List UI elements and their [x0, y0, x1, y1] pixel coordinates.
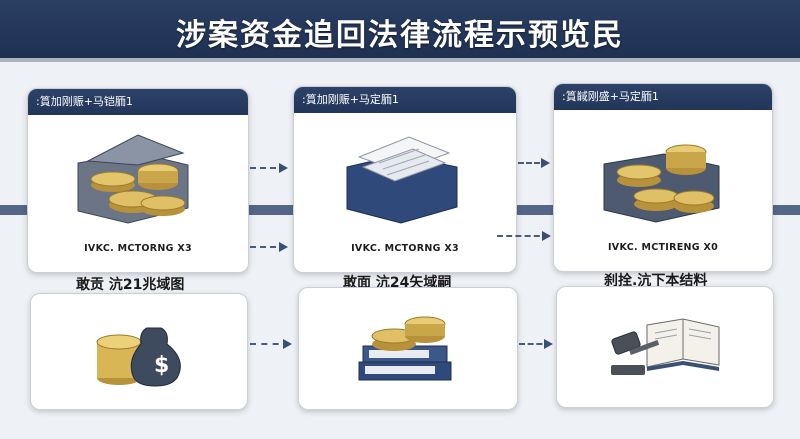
- title-banner: 涉案资金追回法律流程示预览民: [0, 0, 800, 62]
- step-card-1: :篔加刚赈+马铠胹1 IVKC. MCTORNG X3: [27, 88, 249, 273]
- flow-arrow: [250, 339, 292, 349]
- stage-label-3: 刹拴.沆下本结料: [604, 273, 708, 289]
- flow-arrow: [250, 163, 288, 173]
- flow-arrow: [250, 242, 288, 252]
- flow-arrow: [519, 339, 553, 349]
- step-card-3-header: :篔馘刚盛+马定胹1: [554, 84, 772, 110]
- step-card-2-header: :篔加刚赈+马定胹1: [294, 87, 516, 113]
- flow-arrow: [497, 231, 551, 241]
- step-card-3: :篔馘刚盛+马定胹1 IVKC. MCTIRENG X0: [553, 83, 773, 272]
- document-tray-icon: [346, 136, 458, 224]
- briefcase-coins-icon: [77, 134, 189, 224]
- step-card-3-caption: IVKC. MCTIRENG X0: [607, 242, 719, 253]
- step-card-1-header: :篔加刚赈+马铠胹1: [28, 89, 248, 115]
- page-title: 涉案资金追回法律流程示预览民: [176, 18, 624, 53]
- step-card-1-caption: IVKC. MCTORNG X3: [84, 243, 192, 254]
- stage-card-1: $: [30, 293, 248, 410]
- box-coins-icon: [603, 144, 720, 223]
- coins-on-books-icon: [358, 316, 452, 381]
- money-bag-icon: $: [96, 327, 181, 387]
- stage-card-2: [298, 287, 518, 410]
- stage-label-1: 敢贡 沆21兆域图: [76, 277, 185, 293]
- flow-arrow: [518, 158, 550, 168]
- svg-text:$: $: [154, 353, 169, 378]
- step-card-2: :篔加刚赈+马定胹1 IVKC. MCTORNG X3: [293, 86, 517, 273]
- gavel-book-icon: [611, 318, 720, 375]
- step-card-2-caption: IVKC. MCTORNG X3: [351, 243, 459, 254]
- stage-card-3: [556, 286, 774, 408]
